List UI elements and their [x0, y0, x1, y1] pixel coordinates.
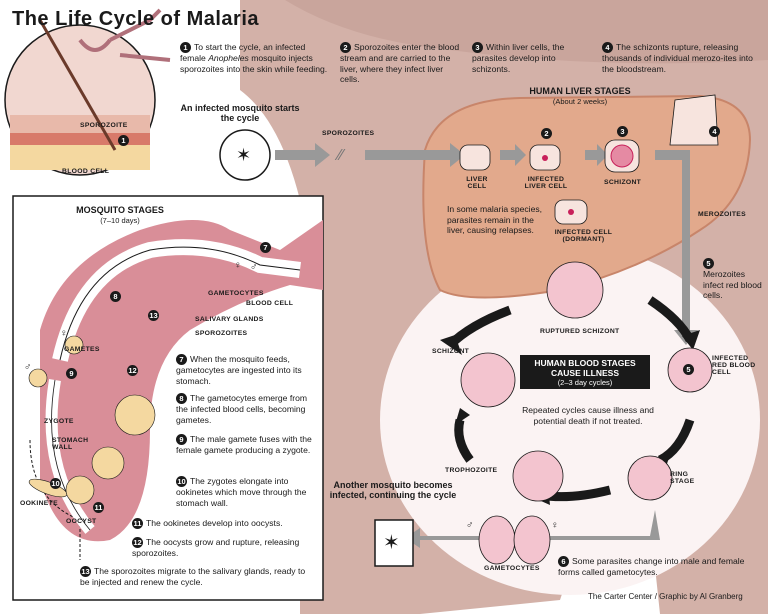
female-symbol-3: ♀: [551, 520, 559, 531]
sporozoites-label: SPOROZOITES: [322, 130, 375, 137]
ring-stage-label: RING STAGE: [670, 471, 695, 485]
mosquito-stages-subheader: (7–10 days): [100, 216, 140, 225]
liver-shape: [422, 94, 752, 299]
mosq-number-12: 12: [127, 365, 138, 376]
mosq-number-11: 11: [93, 502, 104, 513]
schizont-blood-label: SCHIZONT: [432, 348, 470, 355]
liver-number-3: 3: [617, 126, 631, 144]
blood-stage-title: HUMAN BLOOD STAGES CAUSE ILLNESS: [534, 358, 636, 378]
step-4-number: 4: [602, 42, 613, 53]
relapse-note: In some malaria species, parasites remai…: [447, 204, 543, 235]
liver-number-4: 4: [709, 126, 723, 144]
mosquito-icon: ✶: [236, 145, 252, 165]
male-symbol-1: ♂: [250, 262, 258, 273]
step-1-number: 1: [180, 42, 191, 53]
mosquito-stages-header: MOSQUITO STAGES: [76, 205, 164, 215]
blood-stage-title-box: [520, 355, 650, 389]
stomach-wall-label: STOMACH WALL: [52, 437, 89, 451]
liver-number-2: 2: [541, 128, 555, 146]
dormant-label: INFECTED CELL (DORMANT): [554, 229, 613, 243]
cycle-arrows: [275, 143, 698, 548]
blood-cell-mosq-label: BLOOD CELL: [246, 300, 294, 307]
female-symbol-1: ♀: [234, 260, 242, 271]
mosq-number-13: 13: [148, 310, 159, 321]
step-3-number: 3: [472, 42, 483, 53]
sporozoites-mosq-label: SPOROZOITES: [195, 330, 248, 337]
schizont-liver-label: SCHIZONT: [604, 179, 642, 186]
female-symbol-2: ♀: [60, 328, 68, 339]
zygote-label: ZYGOTE: [44, 418, 74, 425]
credit: The Carter Center / Graphic by Al Granbe…: [588, 592, 743, 601]
inset-blood-cell-label: BLOOD CELL: [62, 168, 110, 175]
liver-cell-label: LIVER CELL: [466, 176, 488, 190]
infected-liver-cell-label: INFECTED LIVER CELL: [524, 176, 568, 190]
blood-stage-subtitle: (2–3 day cycles): [557, 378, 613, 387]
gametocytes-mosq-label: GAMETOCYTES: [208, 290, 264, 297]
ruptured-schizont-label: RUPTURED SCHIZONT: [540, 328, 620, 335]
ookinete-label: OOKINETE: [20, 500, 58, 507]
male-symbol-2: ♂: [24, 362, 32, 373]
male-symbol-3: ♂: [466, 520, 474, 531]
inset-number-1: 1: [118, 135, 132, 153]
salivary-glands-label: SALIVARY GLANDS: [195, 316, 264, 323]
infected-mosquito-caption: An infected mosquito starts the cycle: [180, 103, 300, 123]
another-mosquito-caption: Another mosquito becomes infected, conti…: [329, 480, 457, 500]
page-title: The Life Cycle of Malaria: [12, 8, 260, 30]
mosq-number-8: 8: [110, 291, 124, 309]
sporozoite-icon: ∕∕: [338, 147, 344, 164]
gametes-label: GAMETES: [64, 346, 100, 353]
mosq-number-7: 7: [260, 242, 274, 260]
oocyst-label: OOCYST: [66, 518, 97, 525]
mosq-number-10: 10: [50, 478, 61, 489]
gametocytes-blood-label: GAMETOCYTES: [484, 565, 540, 572]
trophozoite-label: TROPHOZOITE: [445, 467, 498, 474]
inset-sporozoite-label: SPOROZOITE: [80, 122, 128, 129]
liver-subheader: (About 2 weeks): [552, 97, 608, 106]
infected-rbc-label: INFECTED RED BLOOD CELL: [712, 355, 756, 376]
liver-header: HUMAN LIVER STAGES: [529, 86, 631, 96]
blood-number-5: 5: [683, 364, 697, 382]
merozoites-label: MEROZOITES: [698, 211, 746, 218]
mosquito-icon-2: ✶: [383, 532, 400, 554]
mosq-number-9: 9: [66, 368, 80, 386]
blood-stage-note: Repeated cycles cause illness and potent…: [522, 405, 654, 426]
step-2-number: 2: [340, 42, 351, 53]
